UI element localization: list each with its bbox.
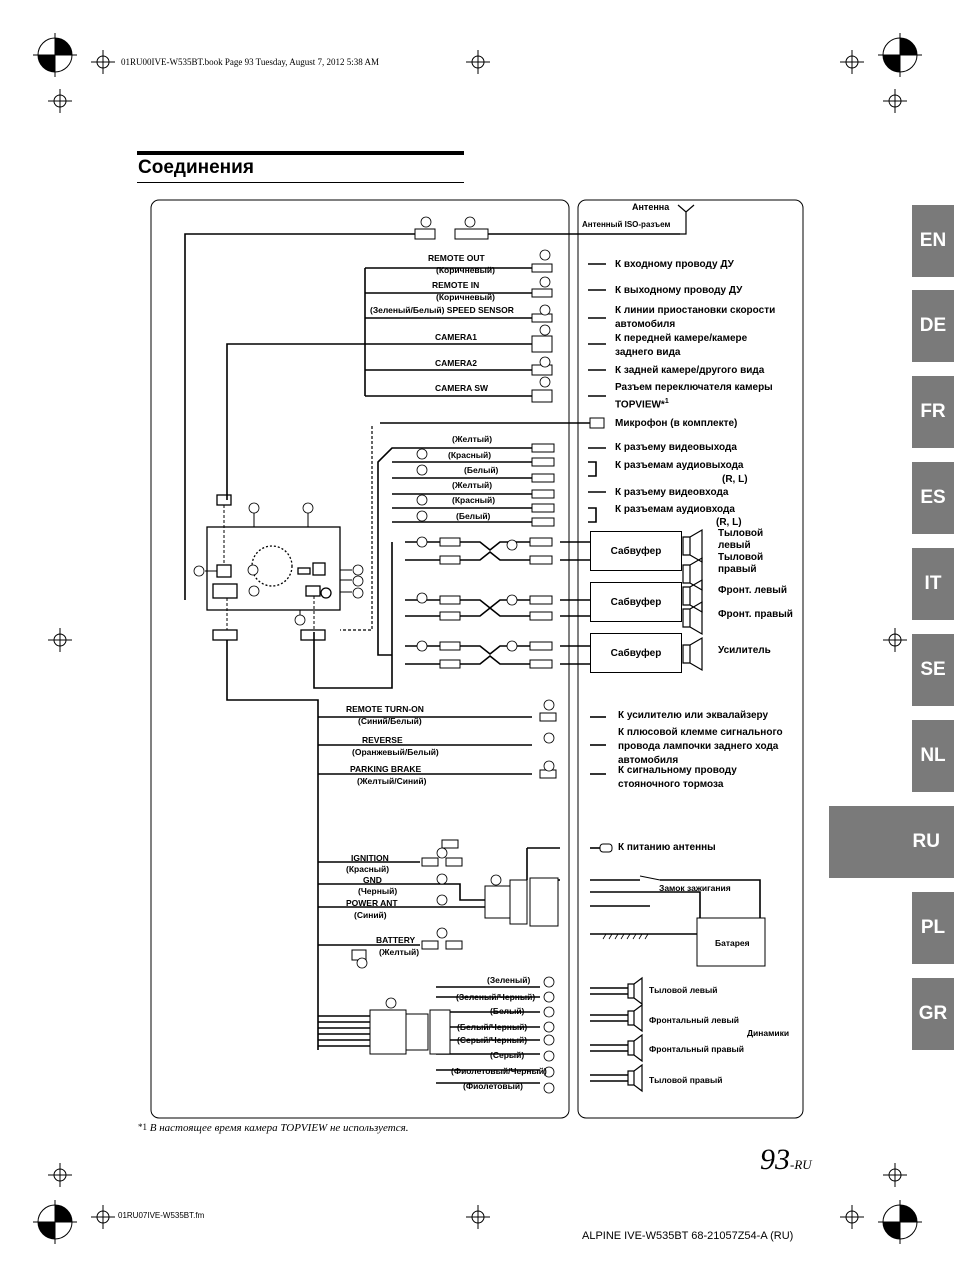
footnote: *1 В настоящее время камера TOPVIEW не и… bbox=[138, 1122, 409, 1134]
footer-file: 01RU07IVE-W535BT.fm bbox=[118, 1211, 205, 1220]
label-sp-rear-left: Тыловой левый bbox=[649, 985, 718, 995]
label-camera2: CAMERA2 bbox=[435, 358, 478, 368]
label-remote-turn-on: REMOTE TURN-ON bbox=[346, 704, 424, 714]
label-camera-sw: CAMERA SW bbox=[435, 383, 489, 393]
label-remote-turn-on-color: (Синий/Белый) bbox=[358, 716, 422, 726]
label-battery-color: (Желтый) bbox=[379, 947, 420, 957]
label-sp-green: (Зеленый) bbox=[487, 975, 531, 985]
head-unit bbox=[206, 526, 341, 611]
lang-tab-nl[interactable]: NL bbox=[912, 720, 954, 792]
label-ignition: IGNITION bbox=[351, 853, 389, 863]
label-sp-gray: (Серый) bbox=[490, 1050, 525, 1060]
lang-tab-fr[interactable]: FR bbox=[912, 376, 954, 448]
label-rear-right: Тыловой правый bbox=[718, 552, 764, 575]
footer-model: ALPINE IVE-W535BT 68-21057Z54-A (RU) bbox=[582, 1230, 794, 1242]
label-remote-in: REMOTE IN bbox=[432, 280, 480, 290]
label-to-speed: К линии приостановки скорости автомобиля bbox=[615, 305, 776, 330]
label-to-reverse: К плюсовой клемме сигнального провода ла… bbox=[618, 727, 783, 766]
label-to-parking: К сигнальному проводу стояночного тормоз… bbox=[618, 765, 737, 790]
subwoofer-box-3: Сабвуфер bbox=[590, 633, 682, 673]
title-underline bbox=[137, 182, 464, 183]
label-rear-left: Тыловой левый bbox=[718, 528, 764, 551]
label-antenna: Антенна bbox=[632, 202, 670, 212]
label-amplifier: Усилитель bbox=[718, 645, 771, 656]
page-number: 93-RU bbox=[760, 1143, 812, 1176]
label-sp-violet-black: (Фиолетовый/Черный) bbox=[451, 1066, 547, 1076]
label-audio-in: К разъемам аудиовхода bbox=[615, 504, 735, 515]
label-parking-brake-color: (Желтый/Синий) bbox=[357, 776, 427, 786]
label-parking-brake: PARKING BRAKE bbox=[350, 764, 422, 774]
label-power-ant: POWER ANT bbox=[346, 898, 398, 908]
label-camera1: CAMERA1 bbox=[435, 332, 478, 342]
label-speed-sensor: (Зеленый/Белый) SPEED SENSOR bbox=[370, 305, 514, 315]
label-to-rear-cam: К задней камере/другого вида bbox=[615, 365, 765, 376]
label-audio-out: К разъемам аудиовыхода bbox=[615, 460, 744, 471]
label-red-1: (Красный) bbox=[448, 450, 492, 460]
label-battery-right: Батарея bbox=[715, 938, 750, 948]
label-to-remote-out: К выходному проводу ДУ bbox=[615, 285, 743, 296]
label-gnd: GND bbox=[363, 875, 382, 885]
label-to-remote-in: К входному проводу ДУ bbox=[615, 259, 734, 270]
lang-tab-se[interactable]: SE bbox=[912, 634, 954, 706]
title-rule bbox=[137, 151, 464, 155]
label-power-ant-color: (Синий) bbox=[354, 910, 387, 920]
label-video-out: К разъему видеовыхода bbox=[615, 442, 737, 453]
label-sp-gray-black: (Серый/Черный) bbox=[457, 1035, 528, 1045]
label-ignition-color: (Красный) bbox=[346, 864, 390, 874]
label-white-2: (Белый) bbox=[456, 511, 491, 521]
label-mic: Микрофон (в комплекте) bbox=[615, 418, 738, 429]
lang-tab-ru[interactable]: RU bbox=[829, 806, 954, 878]
lang-tab-it[interactable]: IT bbox=[912, 548, 954, 620]
label-to-ant-power: К питанию антенны bbox=[618, 842, 716, 853]
label-front-right: Фронт. правый bbox=[718, 609, 793, 620]
label-sp-green-black: (Зеленый/Черный) bbox=[456, 992, 536, 1002]
right-frame bbox=[577, 199, 804, 1119]
page-title: Соединения bbox=[138, 157, 254, 178]
lang-tab-gr[interactable]: GR bbox=[912, 978, 954, 1050]
label-remote-in-color: (Коричневый) bbox=[436, 292, 495, 302]
label-sp-white-black: (Белый/Черный) bbox=[457, 1022, 528, 1032]
label-white-1: (Белый) bbox=[464, 465, 499, 475]
label-red-2: (Красный) bbox=[452, 495, 496, 505]
label-speakers: Динамики bbox=[747, 1028, 790, 1038]
label-sp-front-right: Фронтальный правый bbox=[649, 1044, 745, 1054]
lang-tab-es[interactable]: ES bbox=[912, 462, 954, 534]
lang-tab-de[interactable]: DE bbox=[912, 290, 954, 362]
label-video-in: К разъему видеовхода bbox=[615, 487, 729, 498]
label-sp-front-left: Фронтальный левый bbox=[649, 1015, 739, 1025]
label-yellow-2: (Желтый) bbox=[452, 480, 493, 490]
subwoofer-box-2: Сабвуфер bbox=[590, 582, 682, 622]
label-to-front-cam: К передней камере/камере заднего вида bbox=[615, 333, 748, 358]
label-battery: BATTERY bbox=[376, 935, 416, 945]
label-remote-out: REMOTE OUT bbox=[428, 253, 485, 263]
subwoofer-box-1: Сабвуфер bbox=[590, 531, 682, 571]
label-reverse: REVERSE bbox=[362, 735, 403, 745]
label-audio-in-rl: (R, L) bbox=[716, 517, 742, 528]
label-ignition-lock: Замок зажигания bbox=[659, 883, 731, 893]
left-frame bbox=[150, 199, 570, 1119]
label-sp-violet: (Фиолетовый) bbox=[463, 1081, 523, 1091]
label-front-left: Фронт. левый bbox=[718, 585, 787, 596]
label-sp-white: (Белый) bbox=[490, 1006, 525, 1016]
label-audio-out-rl: (R, L) bbox=[722, 474, 748, 485]
lang-tab-pl[interactable]: PL bbox=[912, 892, 954, 964]
label-reverse-color: (Оранжевый/Белый) bbox=[352, 747, 439, 757]
book-info: 01RU00IVE-W535BT.book Page 93 Tuesday, A… bbox=[121, 57, 380, 67]
label-gnd-color: (Черный) bbox=[358, 886, 398, 896]
label-to-amp-eq: К усилителю или эквалайзеру bbox=[618, 710, 769, 721]
label-cam-switch: Разъем переключателя камеры TOPVIEW*1 bbox=[615, 382, 773, 411]
label-sp-rear-right: Тыловой правый bbox=[649, 1075, 723, 1085]
label-yellow-1: (Желтый) bbox=[452, 434, 493, 444]
label-iso-connector: Антенный ISO-разъем bbox=[582, 220, 671, 229]
label-remote-out-color: (Коричневый) bbox=[436, 265, 495, 275]
lang-tab-en[interactable]: EN bbox=[912, 205, 954, 277]
